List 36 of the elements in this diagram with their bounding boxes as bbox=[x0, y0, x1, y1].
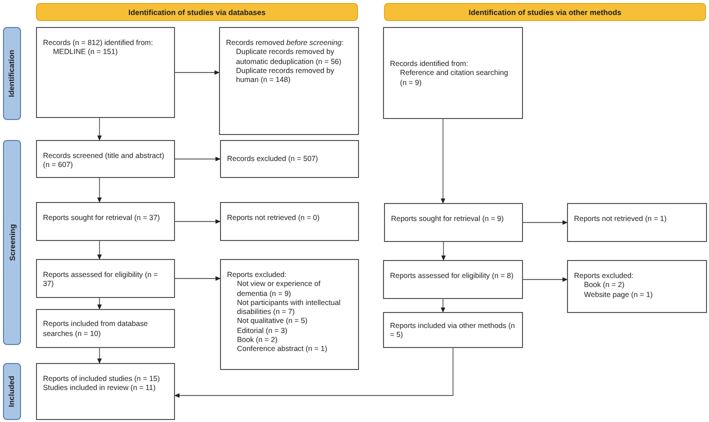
process-box bbox=[219, 27, 359, 135]
process-box bbox=[36, 27, 175, 118]
arrow bbox=[440, 298, 446, 313]
process-box bbox=[36, 309, 175, 348]
process-box bbox=[567, 203, 707, 242]
arrow bbox=[174, 70, 220, 75]
arrow bbox=[174, 348, 454, 398]
process-box bbox=[220, 140, 359, 178]
arrow bbox=[97, 240, 102, 260]
process-box bbox=[383, 312, 523, 348]
process-box bbox=[567, 260, 707, 313]
process-box bbox=[220, 259, 359, 370]
arrow bbox=[97, 348, 102, 364]
process-box bbox=[36, 259, 175, 298]
process-box bbox=[36, 140, 175, 178]
process-box bbox=[220, 202, 359, 241]
process-box bbox=[384, 203, 523, 242]
stage-band bbox=[3, 140, 21, 345]
arrow bbox=[441, 242, 446, 261]
arrow bbox=[174, 156, 221, 162]
section-header bbox=[384, 3, 706, 21]
arrow bbox=[97, 178, 102, 203]
stage-band bbox=[3, 363, 21, 420]
arrow bbox=[174, 276, 221, 281]
arrow bbox=[522, 277, 568, 282]
stage-band bbox=[3, 27, 21, 120]
process-box bbox=[383, 27, 523, 119]
process-box bbox=[36, 202, 175, 241]
arrow bbox=[174, 219, 221, 224]
process-box bbox=[36, 363, 175, 420]
arrow bbox=[522, 220, 568, 225]
arrow bbox=[97, 298, 102, 310]
section-header bbox=[36, 3, 358, 21]
arrow bbox=[440, 118, 446, 204]
process-box bbox=[383, 260, 523, 299]
arrow bbox=[97, 118, 102, 141]
